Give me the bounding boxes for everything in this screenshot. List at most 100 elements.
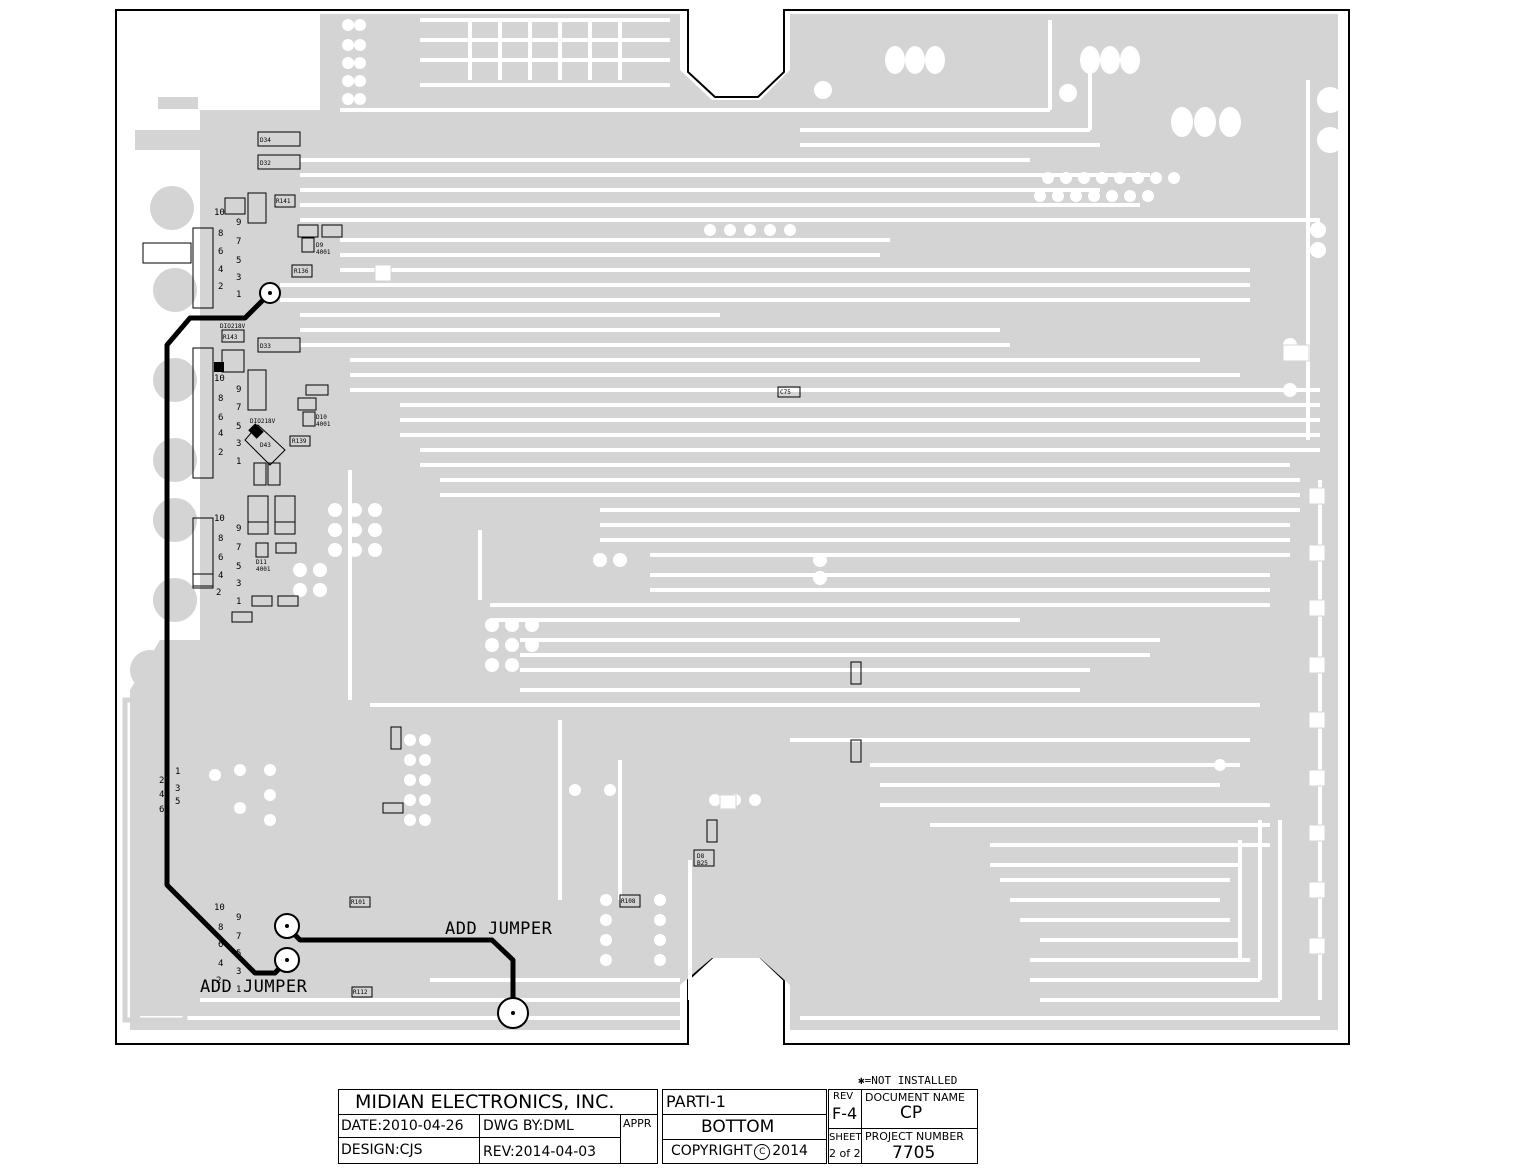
d11-value: 4001 (256, 566, 271, 573)
svg-text:7: 7 (236, 403, 241, 413)
svg-text:2: 2 (218, 448, 223, 458)
connector-middle-pins: 10 9 8 7 6 5 4 3 2 1 (214, 374, 241, 467)
part-text: PARTI-1 (666, 1092, 726, 1111)
svg-text:4: 4 (218, 959, 223, 969)
connector-small-pins: 1 2 3 4 5 6 (159, 767, 180, 815)
svg-text:8: 8 (218, 394, 223, 404)
svg-text:5: 5 (236, 422, 241, 432)
side-cell: BOTTOM (662, 1114, 827, 1140)
svg-text:7: 7 (236, 543, 241, 553)
project-number-label: PROJECT NUMBER (865, 1130, 964, 1143)
d10-label: D10 (316, 414, 327, 421)
not-installed-note: ✱=NOT INSTALLED (858, 1074, 958, 1087)
svg-text:8: 8 (218, 229, 223, 239)
svg-text:10: 10 (214, 374, 225, 384)
jumper-wire-long (164, 291, 516, 1013)
copper-pour (130, 14, 1338, 1030)
d8-value: B25 (697, 860, 708, 867)
company-name: MIDIAN ELECTRONICS, INC. (355, 1091, 615, 1113)
d42-value: DIO218V (220, 323, 246, 330)
connector-lower-pins: 10 9 8 7 6 5 4 3 2 1 (214, 514, 241, 607)
svg-text:3: 3 (236, 439, 241, 449)
svg-text:7: 7 (236, 237, 241, 247)
rev-label: REV (833, 1091, 854, 1102)
svg-text:1: 1 (236, 597, 241, 607)
d9-label: D9 (316, 242, 324, 249)
doc-name-label: DOCUMENT NAME (865, 1091, 965, 1104)
svg-text:6: 6 (218, 940, 223, 950)
title-block: ✱=NOT INSTALLED MIDIAN ELECTRONICS, INC.… (0, 1060, 1537, 1175)
svg-text:2: 2 (216, 588, 221, 598)
svg-text:1: 1 (236, 985, 241, 995)
svg-text:6: 6 (218, 413, 223, 423)
d32-label: D32 (260, 160, 271, 167)
trace-channels (140, 18, 1322, 1020)
svg-text:5: 5 (236, 562, 241, 572)
d43-diode-footprint (244, 424, 286, 466)
svg-text:6: 6 (159, 805, 164, 815)
pads (209, 19, 1343, 966)
d33-label: D33 (260, 343, 271, 350)
svg-text:10: 10 (214, 903, 225, 913)
svg-text:3: 3 (236, 579, 241, 589)
d43-diode-body (248, 423, 264, 439)
svg-text:2: 2 (216, 976, 221, 986)
svg-text:9: 9 (236, 385, 241, 395)
d10-value: 4001 (316, 421, 331, 428)
side-text: BOTTOM (701, 1117, 775, 1137)
svg-text:5: 5 (175, 797, 180, 807)
svg-text:1: 1 (236, 457, 241, 467)
left-connector-footprints (122, 186, 318, 1023)
rev-date-text: REV:2014-04-03 (483, 1144, 597, 1160)
r139-label: R139 (292, 438, 307, 445)
jumper-pad-dots (268, 291, 515, 1015)
connector-upper-pins: 10 9 8 7 6 5 4 3 2 1 (214, 208, 241, 300)
silkscreen-components (142, 131, 862, 998)
sheet-cell: SHEET 2 of 2 (828, 1128, 862, 1164)
svg-text:5: 5 (236, 256, 241, 266)
rev-value: F-4 (832, 1104, 858, 1123)
design-text: DESIGN:CJS (341, 1142, 423, 1158)
copyright-year: 2014 (772, 1143, 808, 1159)
project-number-value: 7705 (892, 1143, 936, 1163)
svg-text:9: 9 (236, 218, 241, 228)
d8-label: D8 (697, 853, 705, 860)
doc-name-value: CP (900, 1103, 923, 1123)
drawn-by-text: DWG BY:DML (483, 1118, 574, 1134)
d43-label: D43 (260, 442, 271, 449)
r112-label: R112 (353, 989, 368, 996)
pcb-bottom-layer-drawing: D34 D32 D33 D43 DIO218V DIO218V D9 4001 … (115, 9, 1350, 1045)
svg-text:4: 4 (218, 571, 223, 581)
project-number-cell: PROJECT NUMBER 7705 (861, 1128, 978, 1164)
svg-text:8: 8 (218, 923, 223, 933)
appr-text: APPR (623, 1117, 652, 1130)
svg-text:4: 4 (159, 790, 164, 800)
r141-label: R141 (276, 198, 291, 205)
copyright-prefix: COPYRIGHT (671, 1143, 753, 1159)
r101-label: R101 (351, 899, 366, 906)
doc-name-cell: DOCUMENT NAME CP (861, 1089, 978, 1129)
rev-cell: REV F-4 (828, 1089, 862, 1129)
d43-value: DIO218V (250, 418, 276, 425)
part-cell: PARTI-1 (662, 1089, 827, 1115)
svg-text:9: 9 (236, 913, 241, 923)
svg-text:9: 9 (236, 524, 241, 534)
add-jumper-label-right: ADD JUMPER (445, 919, 553, 939)
appr-cell: APPR (620, 1114, 658, 1164)
svg-text:6: 6 (218, 553, 223, 563)
sheet-label: SHEET (829, 1132, 862, 1143)
svg-text:1: 1 (175, 767, 180, 777)
svg-text:4: 4 (218, 265, 223, 275)
r136-label: R136 (294, 268, 309, 275)
add-jumper-label-left: ADD JUMPER (200, 977, 308, 997)
svg-text:6: 6 (218, 247, 223, 257)
svg-text:2: 2 (218, 282, 223, 292)
svg-text:10: 10 (214, 208, 225, 218)
sheet-value: 2 of 2 (829, 1147, 861, 1160)
r108-label: R108 (621, 898, 636, 905)
rev-date-cell: REV:2014-04-03 (479, 1137, 621, 1164)
r143-label: R143 (223, 334, 238, 341)
date-text: DATE:2010-04-26 (341, 1118, 464, 1134)
